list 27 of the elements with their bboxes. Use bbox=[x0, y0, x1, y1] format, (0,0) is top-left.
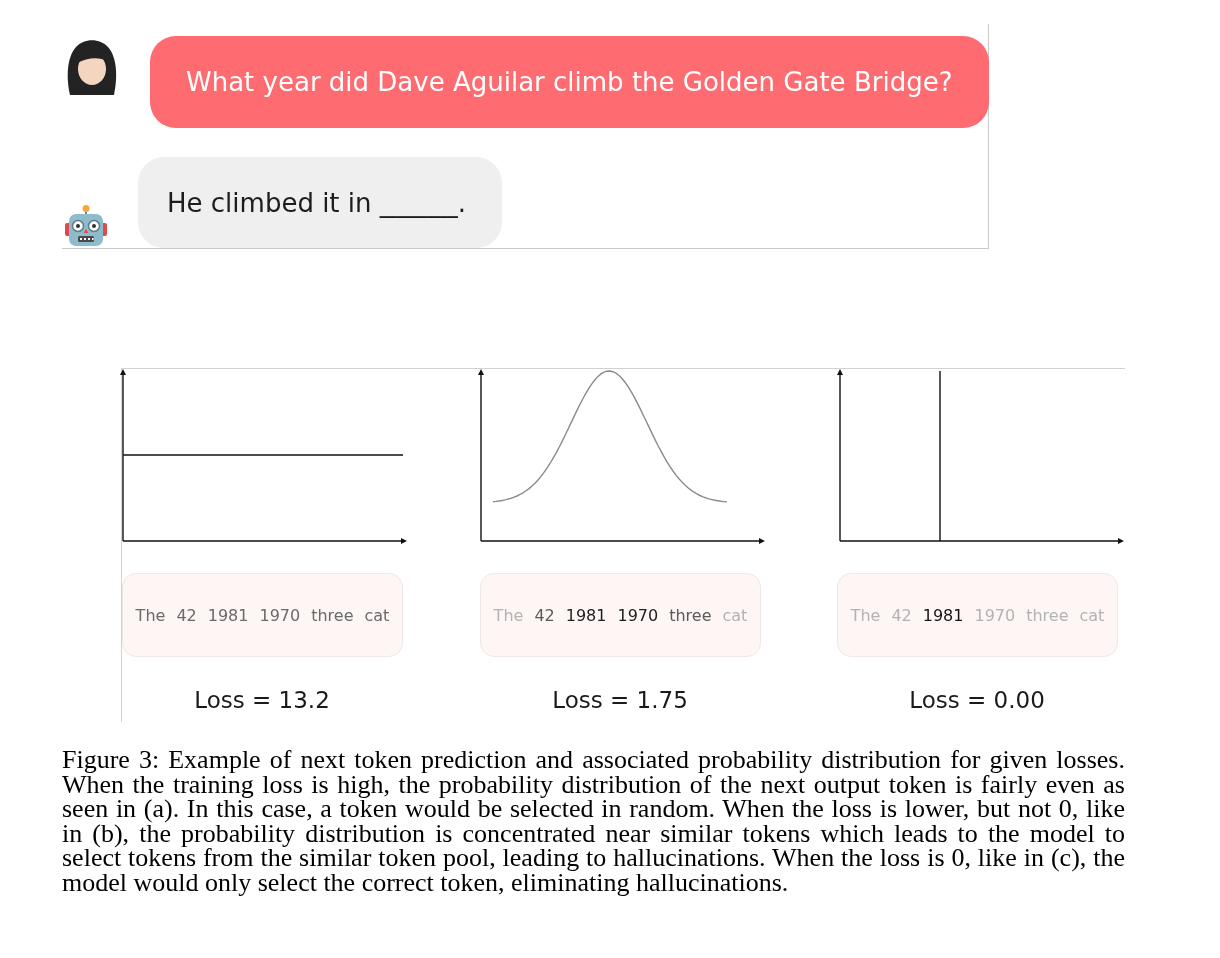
bot-message-bubble: He climbed it in ______. bbox=[138, 157, 502, 248]
token-text: The bbox=[135, 605, 166, 625]
token-text: The bbox=[850, 605, 881, 625]
token-text: cat bbox=[722, 605, 748, 625]
token-text: 1970 bbox=[617, 605, 659, 625]
loss-label: Loss = 0.00 bbox=[909, 687, 1045, 713]
token-text: three bbox=[669, 605, 712, 625]
token-text: three bbox=[1026, 605, 1069, 625]
loss-label: Loss = 13.2 bbox=[194, 687, 330, 713]
token-text: 1981 bbox=[922, 605, 964, 625]
token-text: cat bbox=[364, 605, 390, 625]
figure-caption: Figure 3: Example of next token prediction and associated probability distribution for given losses. When the training loss is high, the probability distribution of the next output token is fairly even as seen in (a). In this case, a token would be selected in random. When the loss is lower, but not 0, like in (b), the probability distribution is concentrated near similar tokens which leads to the model to select tokens from the similar token pool, leading to hallucinations. When the loss is 0, like in (c), the model would only select the correct token, eliminating hallucinations. bbox=[62, 748, 1125, 895]
token-text: 1970 bbox=[259, 605, 301, 625]
token-text: 1981 bbox=[565, 605, 607, 625]
user-message-bubble: What year did Dave Aguilar climb the Golden Gate Bridge? bbox=[150, 36, 989, 128]
token-box bbox=[122, 573, 403, 657]
token-text: 42 bbox=[891, 605, 912, 625]
token-text: 42 bbox=[534, 605, 555, 625]
loss-label: Loss = 1.75 bbox=[552, 687, 688, 713]
token-text: cat bbox=[1079, 605, 1105, 625]
token-text: 42 bbox=[176, 605, 197, 625]
token-text: 1970 bbox=[974, 605, 1016, 625]
token-box bbox=[480, 573, 761, 657]
token-text: 1981 bbox=[207, 605, 249, 625]
token-text: The bbox=[493, 605, 524, 625]
token-box bbox=[837, 573, 1118, 657]
token-text: three bbox=[311, 605, 354, 625]
